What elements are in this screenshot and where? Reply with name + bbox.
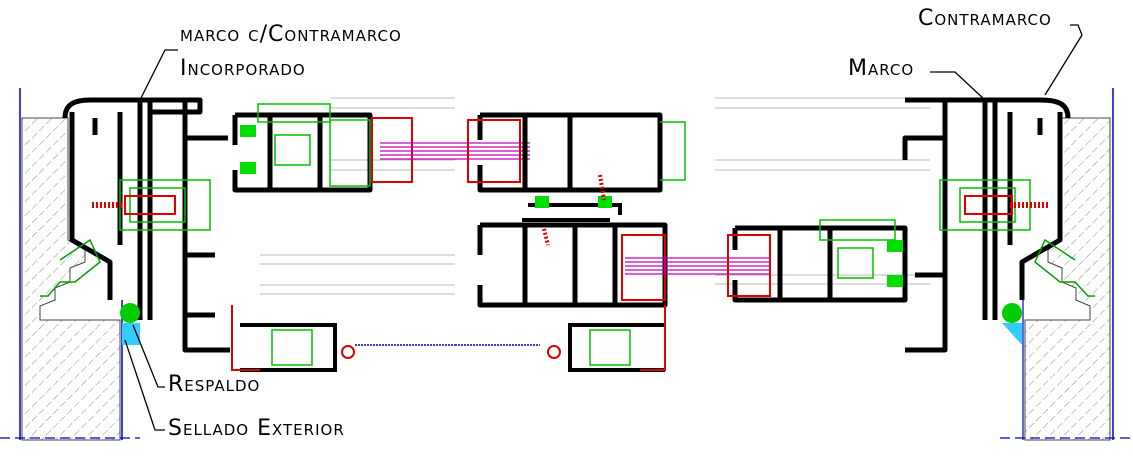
bottom-track-left	[240, 323, 337, 372]
center-sash-bottom	[477, 222, 668, 308]
glass-pane-bottom	[625, 257, 770, 275]
glass-pane-top	[380, 142, 530, 160]
left-sash-top	[232, 112, 373, 193]
label-contramarco: Contramarco	[918, 6, 1052, 31]
interlock	[522, 203, 622, 222]
label-marco: Marco	[848, 56, 915, 81]
label-marco-contramarco: marco c/Contramarco	[180, 22, 402, 47]
right-frame-profile	[902, 97, 1071, 353]
left-anchor	[92, 179, 211, 231]
left-backer-rod	[120, 303, 140, 323]
center-sash-top	[477, 112, 663, 193]
glazing-seal	[371, 117, 413, 183]
green-gaskets-left	[240, 125, 256, 174]
left-frame-profile	[62, 97, 230, 353]
right-backer-rod	[1002, 303, 1022, 323]
right-flashing	[1034, 238, 1095, 297]
label-respaldo: Respaldo	[168, 372, 261, 397]
right-anchor	[939, 179, 1050, 231]
right-sealant	[1002, 323, 1022, 345]
bottom-track-right	[568, 323, 665, 372]
top-gasket	[257, 103, 331, 123]
label-incorporado: Incorporado	[180, 56, 306, 81]
leader-lines	[124, 24, 1083, 431]
label-sellado-exterior: Sellado Exterior	[168, 416, 345, 441]
left-flashing	[40, 238, 101, 297]
left-sealant	[122, 323, 140, 345]
